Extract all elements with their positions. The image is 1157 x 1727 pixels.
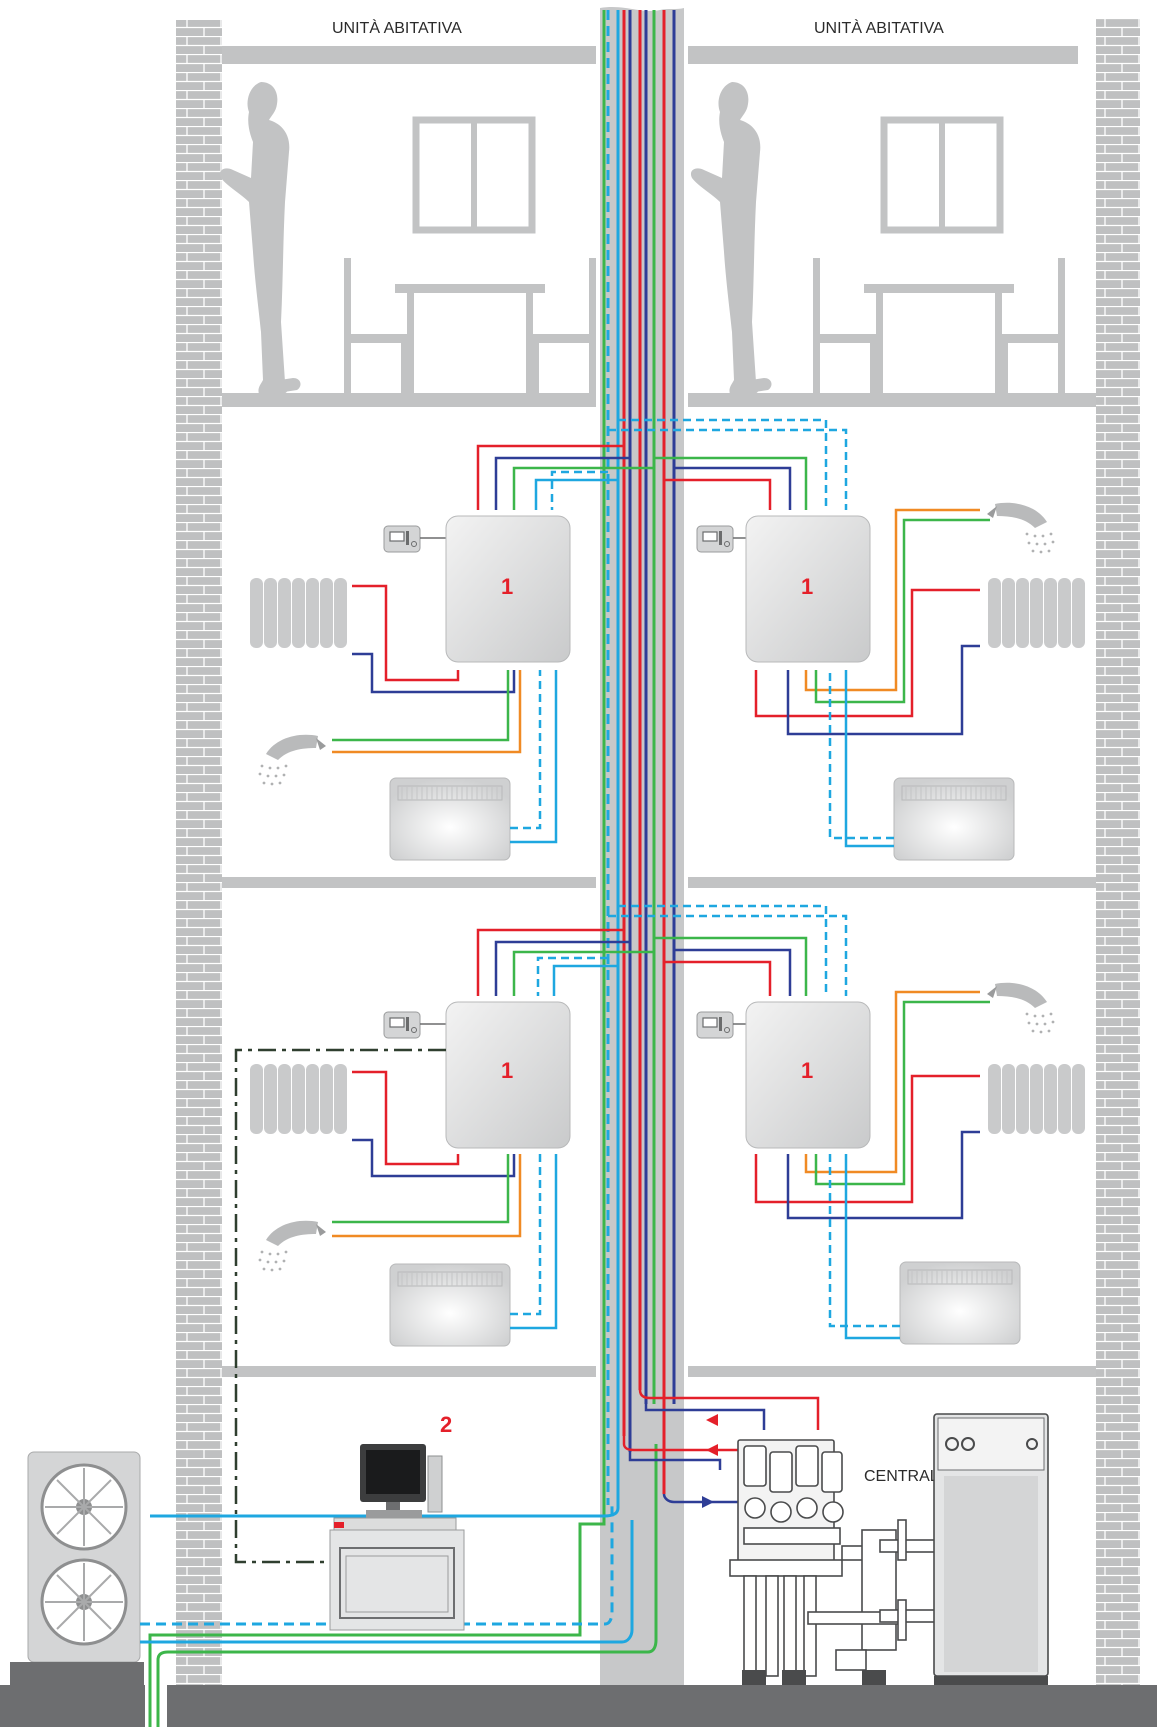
fan-coil-icon: [389, 777, 511, 861]
shower-icon: [987, 502, 1055, 554]
thermostat-icon: [696, 525, 734, 553]
boiler-icon: [933, 1413, 1049, 1685]
thermostat-icon: [383, 525, 421, 553]
plant-room-piping: [622, 1389, 820, 1516]
thermostat-icon: [383, 1011, 421, 1039]
pump-manifold-icon: [729, 1439, 941, 1677]
table-icon: [864, 284, 1014, 405]
chair-icon: [1001, 258, 1065, 393]
radiator-icon: [988, 1064, 1085, 1134]
radiator-icon: [250, 578, 347, 648]
control-cable: [234, 1048, 446, 1564]
module-number: 1: [801, 574, 813, 599]
risers: [148, 10, 676, 1727]
unit-label-left: UNITÀ ABITATIVA: [332, 18, 462, 37]
fan-coil-icon: [389, 1263, 511, 1347]
right-upper-piping: [608, 418, 990, 848]
chair-icon: [532, 258, 596, 393]
computer-icon: [329, 1444, 465, 1631]
riser-shaft: [600, 7, 684, 1686]
shower-icon: [258, 1220, 326, 1272]
table-icon: [395, 284, 545, 405]
shower-icon: [987, 982, 1055, 1034]
chair-icon: [813, 258, 877, 393]
module-number: 1: [501, 574, 513, 599]
floor-slabs: [222, 46, 1096, 1377]
fan-coil-icon: [893, 777, 1015, 861]
fan-coil-icon: [899, 1261, 1021, 1345]
radiator-icon: [988, 578, 1085, 648]
brick-wall-icon: [176, 20, 222, 1685]
right-lower-piping: [608, 904, 990, 1340]
module-number: 1: [501, 1058, 513, 1083]
brick-wall-icon: [1096, 18, 1140, 1685]
thermostat-icon: [696, 1011, 734, 1039]
computer-number: 2: [440, 1412, 452, 1437]
person-icon: [690, 82, 772, 394]
radiator-icon: [250, 1064, 347, 1134]
person-icon: [219, 82, 301, 394]
chair-icon: [344, 258, 408, 393]
unit-label-right: UNITÀ ABITATIVA: [814, 18, 944, 37]
heat-pump-icon: [10, 1451, 144, 1685]
module-number: 1: [801, 1058, 813, 1083]
window-icon: [884, 120, 1000, 230]
left-upper-piping: [332, 444, 654, 844]
ground-slab: [0, 1685, 1157, 1727]
window-icon: [416, 120, 532, 230]
left-lower-piping: [332, 928, 654, 1330]
shower-icon: [258, 734, 326, 786]
